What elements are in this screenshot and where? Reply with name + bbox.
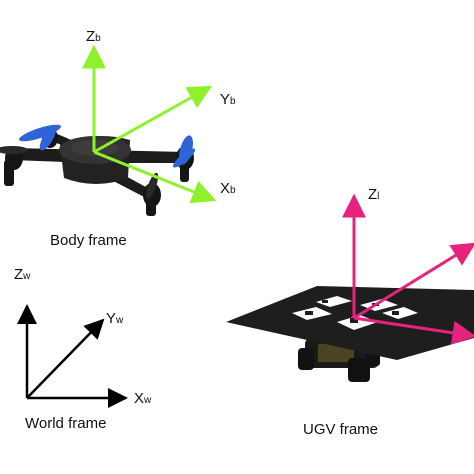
world-y-axis (26, 318, 105, 399)
ugv-z-label: Zl (368, 186, 379, 203)
ugv-frame-axes (342, 193, 474, 345)
world-y-label: Yw (106, 310, 124, 327)
world-z-label: Zw (14, 266, 31, 283)
ugv-y-axis (353, 242, 474, 320)
body-y-label: Yb (220, 91, 236, 108)
ugv-frame-caption: UGV frame (303, 421, 378, 438)
ground-vehicle-with-marker-pad-icon (226, 286, 474, 382)
body-y-axis (93, 85, 213, 154)
ugv-x-axis (353, 316, 474, 345)
body-x-label: Xb (220, 180, 236, 197)
body-x-axis (93, 150, 217, 204)
quadcopter-drone-icon (0, 124, 196, 216)
body-frame-axes (82, 44, 217, 204)
world-x-label: Xw (134, 390, 152, 407)
body-frame-caption: Body frame (50, 232, 127, 249)
world-frame-axes (17, 304, 128, 408)
body-z-label: Zb (86, 28, 101, 45)
world-frame-caption: World frame (25, 415, 106, 432)
